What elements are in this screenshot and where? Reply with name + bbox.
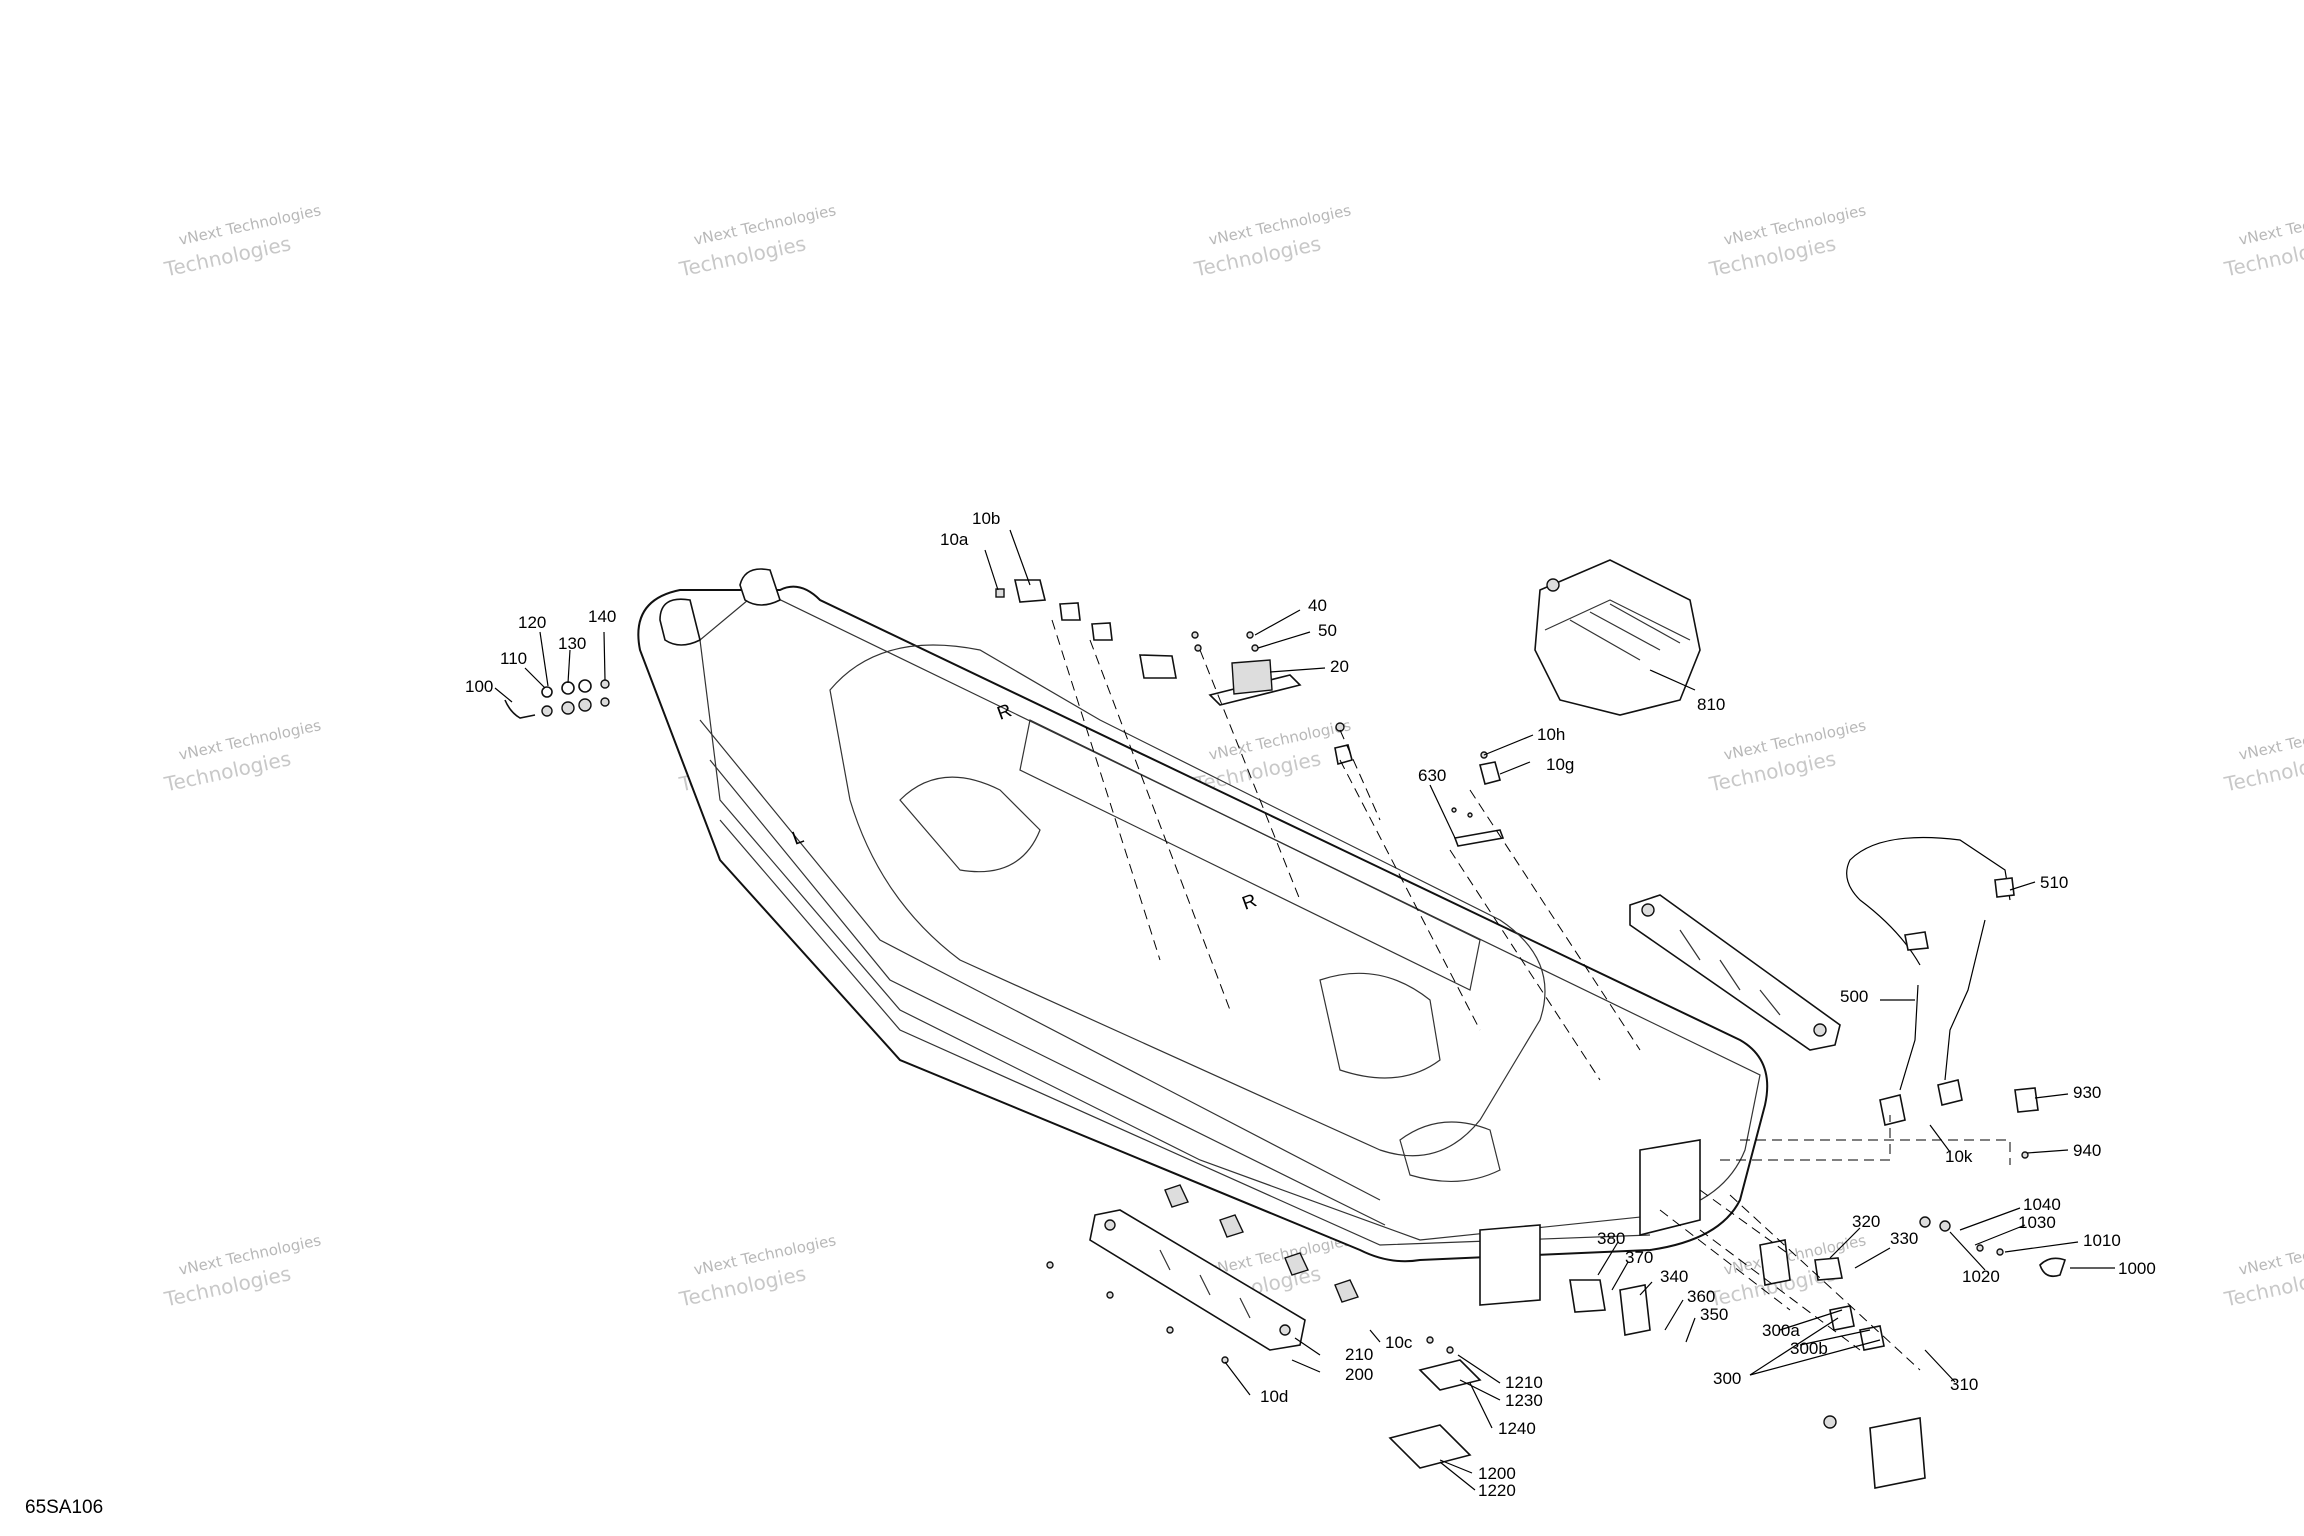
callout-630: 630 bbox=[1418, 766, 1446, 785]
side-rail-left bbox=[1046, 1184, 1359, 1364]
callout-1000: 1000 bbox=[2118, 1259, 2156, 1278]
callout-140: 140 bbox=[588, 607, 616, 626]
callout-510: 510 bbox=[2040, 873, 2068, 892]
top-clips bbox=[995, 579, 1177, 679]
intake-grate bbox=[1388, 1336, 1482, 1469]
callout-810: 810 bbox=[1697, 695, 1725, 714]
callout-350: 350 bbox=[1700, 1305, 1728, 1324]
callout-10b: 10b bbox=[972, 509, 1000, 528]
washer-stack bbox=[504, 679, 610, 719]
clip bbox=[1139, 654, 1177, 679]
callout-10k: 10k bbox=[1945, 1147, 1973, 1166]
callout-120: 120 bbox=[518, 613, 546, 632]
storage-bin-810 bbox=[1534, 559, 1701, 716]
callout-210: 210 bbox=[1345, 1345, 1373, 1364]
assembly-lines bbox=[1051, 619, 2011, 1371]
callout-330: 330 bbox=[1890, 1229, 1918, 1248]
clip bbox=[1059, 602, 1081, 621]
callout-130: 130 bbox=[558, 634, 586, 653]
callout-360: 360 bbox=[1687, 1287, 1715, 1306]
callout-100: 100 bbox=[465, 677, 493, 696]
rear-assembly bbox=[1569, 1216, 2067, 1489]
callout-1040: 1040 bbox=[2023, 1195, 2061, 1214]
hull-mark-r-lower: R bbox=[1240, 890, 1260, 914]
callout-340: 340 bbox=[1660, 1267, 1688, 1286]
callout-20: 20 bbox=[1330, 657, 1349, 676]
callout-10a: 10a bbox=[940, 530, 969, 549]
bracket-20 bbox=[1191, 631, 1302, 706]
callout-500: 500 bbox=[1840, 987, 1868, 1006]
callout-1030: 1030 bbox=[2018, 1213, 2056, 1232]
callout-50: 50 bbox=[1318, 621, 1337, 640]
callout-300: 300 bbox=[1713, 1369, 1741, 1388]
clip-10b bbox=[1013, 579, 1047, 603]
callout-310: 310 bbox=[1950, 1375, 1978, 1394]
callout-1210: 1210 bbox=[1505, 1373, 1543, 1392]
callout-1220: 1220 bbox=[1478, 1481, 1516, 1500]
leader-lines bbox=[494, 529, 2115, 1491]
clip-10a bbox=[995, 588, 1005, 598]
callout-110: 110 bbox=[500, 649, 527, 668]
hose-500-510 bbox=[1846, 836, 2039, 1159]
callout-380: 380 bbox=[1597, 1229, 1625, 1248]
callout-10h: 10h bbox=[1537, 725, 1565, 744]
clip bbox=[1091, 622, 1113, 641]
callout-40: 40 bbox=[1308, 596, 1327, 615]
callout-300b: 300b bbox=[1790, 1339, 1828, 1358]
callout-10c: 10c bbox=[1385, 1333, 1413, 1352]
callout-labels: 10b 10a 40 50 20 140 120 130 110 100 810… bbox=[465, 509, 2156, 1500]
callout-300a: 300a bbox=[1762, 1321, 1800, 1340]
callout-10d: 10d bbox=[1260, 1387, 1288, 1406]
diagram-code: 65SA106 bbox=[25, 1497, 103, 1518]
callout-1200: 1200 bbox=[1478, 1464, 1516, 1483]
callout-1020: 1020 bbox=[1962, 1267, 2000, 1286]
callout-200: 200 bbox=[1345, 1365, 1373, 1384]
callout-1010: 1010 bbox=[2083, 1231, 2121, 1250]
callout-930: 930 bbox=[2073, 1083, 2101, 1102]
callout-10g: 10g bbox=[1546, 755, 1574, 774]
hull: R L R bbox=[637, 568, 1769, 1306]
side-rail-right bbox=[1629, 894, 1841, 1051]
fasteners-center bbox=[1334, 722, 1505, 847]
callout-320: 320 bbox=[1852, 1212, 1880, 1231]
hull-mark-r-upper: R bbox=[995, 700, 1015, 724]
callout-940: 940 bbox=[2073, 1141, 2101, 1160]
callout-370: 370 bbox=[1625, 1248, 1653, 1267]
callout-1240: 1240 bbox=[1498, 1419, 1536, 1438]
callout-1230: 1230 bbox=[1505, 1391, 1543, 1410]
